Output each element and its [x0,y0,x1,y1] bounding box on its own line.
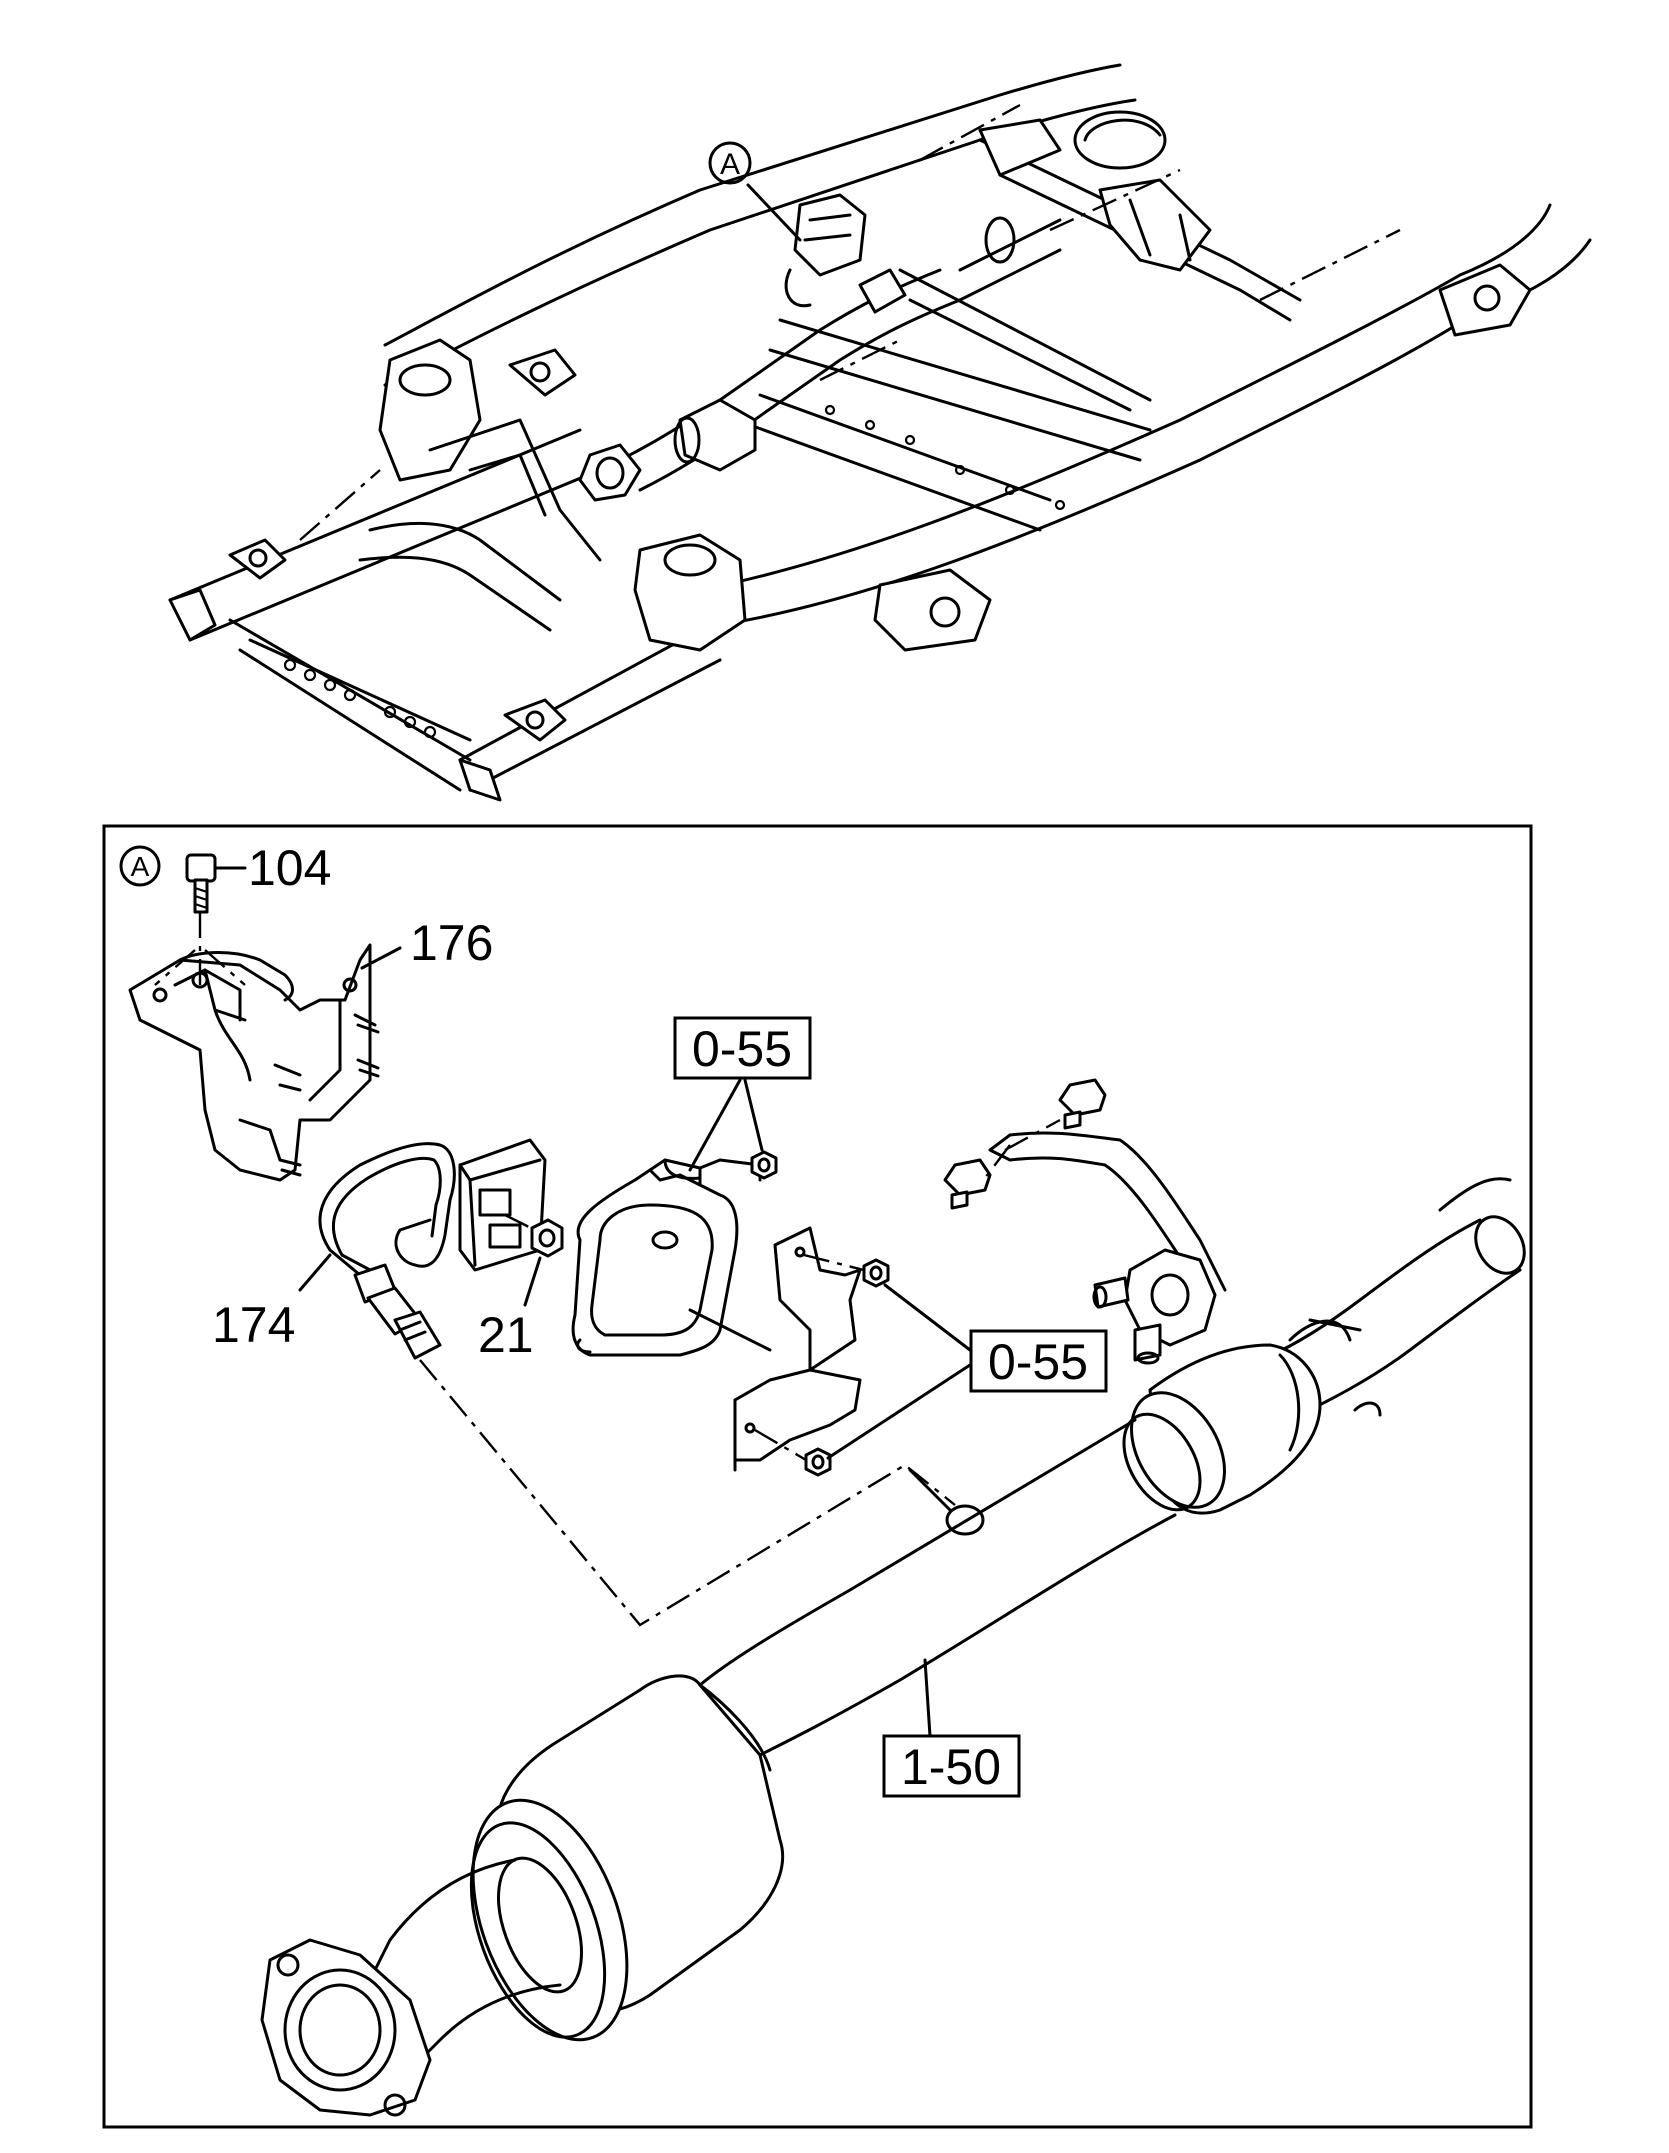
heat-shield-lower [688,1226,862,1472]
exhaust-pipe-assembly [260,1177,1526,2117]
detail-frame [102,824,1533,2129]
view-marker-top-label: A [720,148,740,181]
ref-label-055-upper: 0-55 [692,1021,792,1077]
part-label-174: 174 [212,1297,295,1353]
nut-lower-shield-2 [804,1447,832,1477]
ref-box-055-upper: 0-55 [673,1016,812,1172]
part-label-176: 176 [410,915,493,971]
leader-174 [298,1253,332,1292]
nut-21 [530,1218,564,1258]
sensor-guide-line [419,1359,956,1627]
nut-lower-shield-1 [862,1258,890,1288]
leader-21 [523,1256,542,1307]
hanger-bracket [943,1078,1227,1365]
ref-label-150: 1-50 [901,1739,1001,1795]
view-marker-inset: A [119,845,161,887]
nut-upper-shield [750,1150,778,1180]
bracket-176 [128,912,380,1182]
part-label-21: 21 [478,1307,534,1363]
chassis-frame-view [168,63,1592,802]
leader-176 [360,946,402,970]
view-marker-top: A [708,141,752,185]
part-label-104: 104 [248,840,331,896]
ref-label-055-lower: 0-55 [988,1334,1088,1390]
heat-shield-upper [571,1158,762,1357]
ref-box-150: 1-50 [882,1658,1021,1798]
bolt-104 [185,853,247,914]
ref-box-055-lower: 0-55 [826,1283,1108,1460]
view-marker-inset-label: A [131,851,150,882]
oxygen-sensor-174 [318,1138,547,1360]
